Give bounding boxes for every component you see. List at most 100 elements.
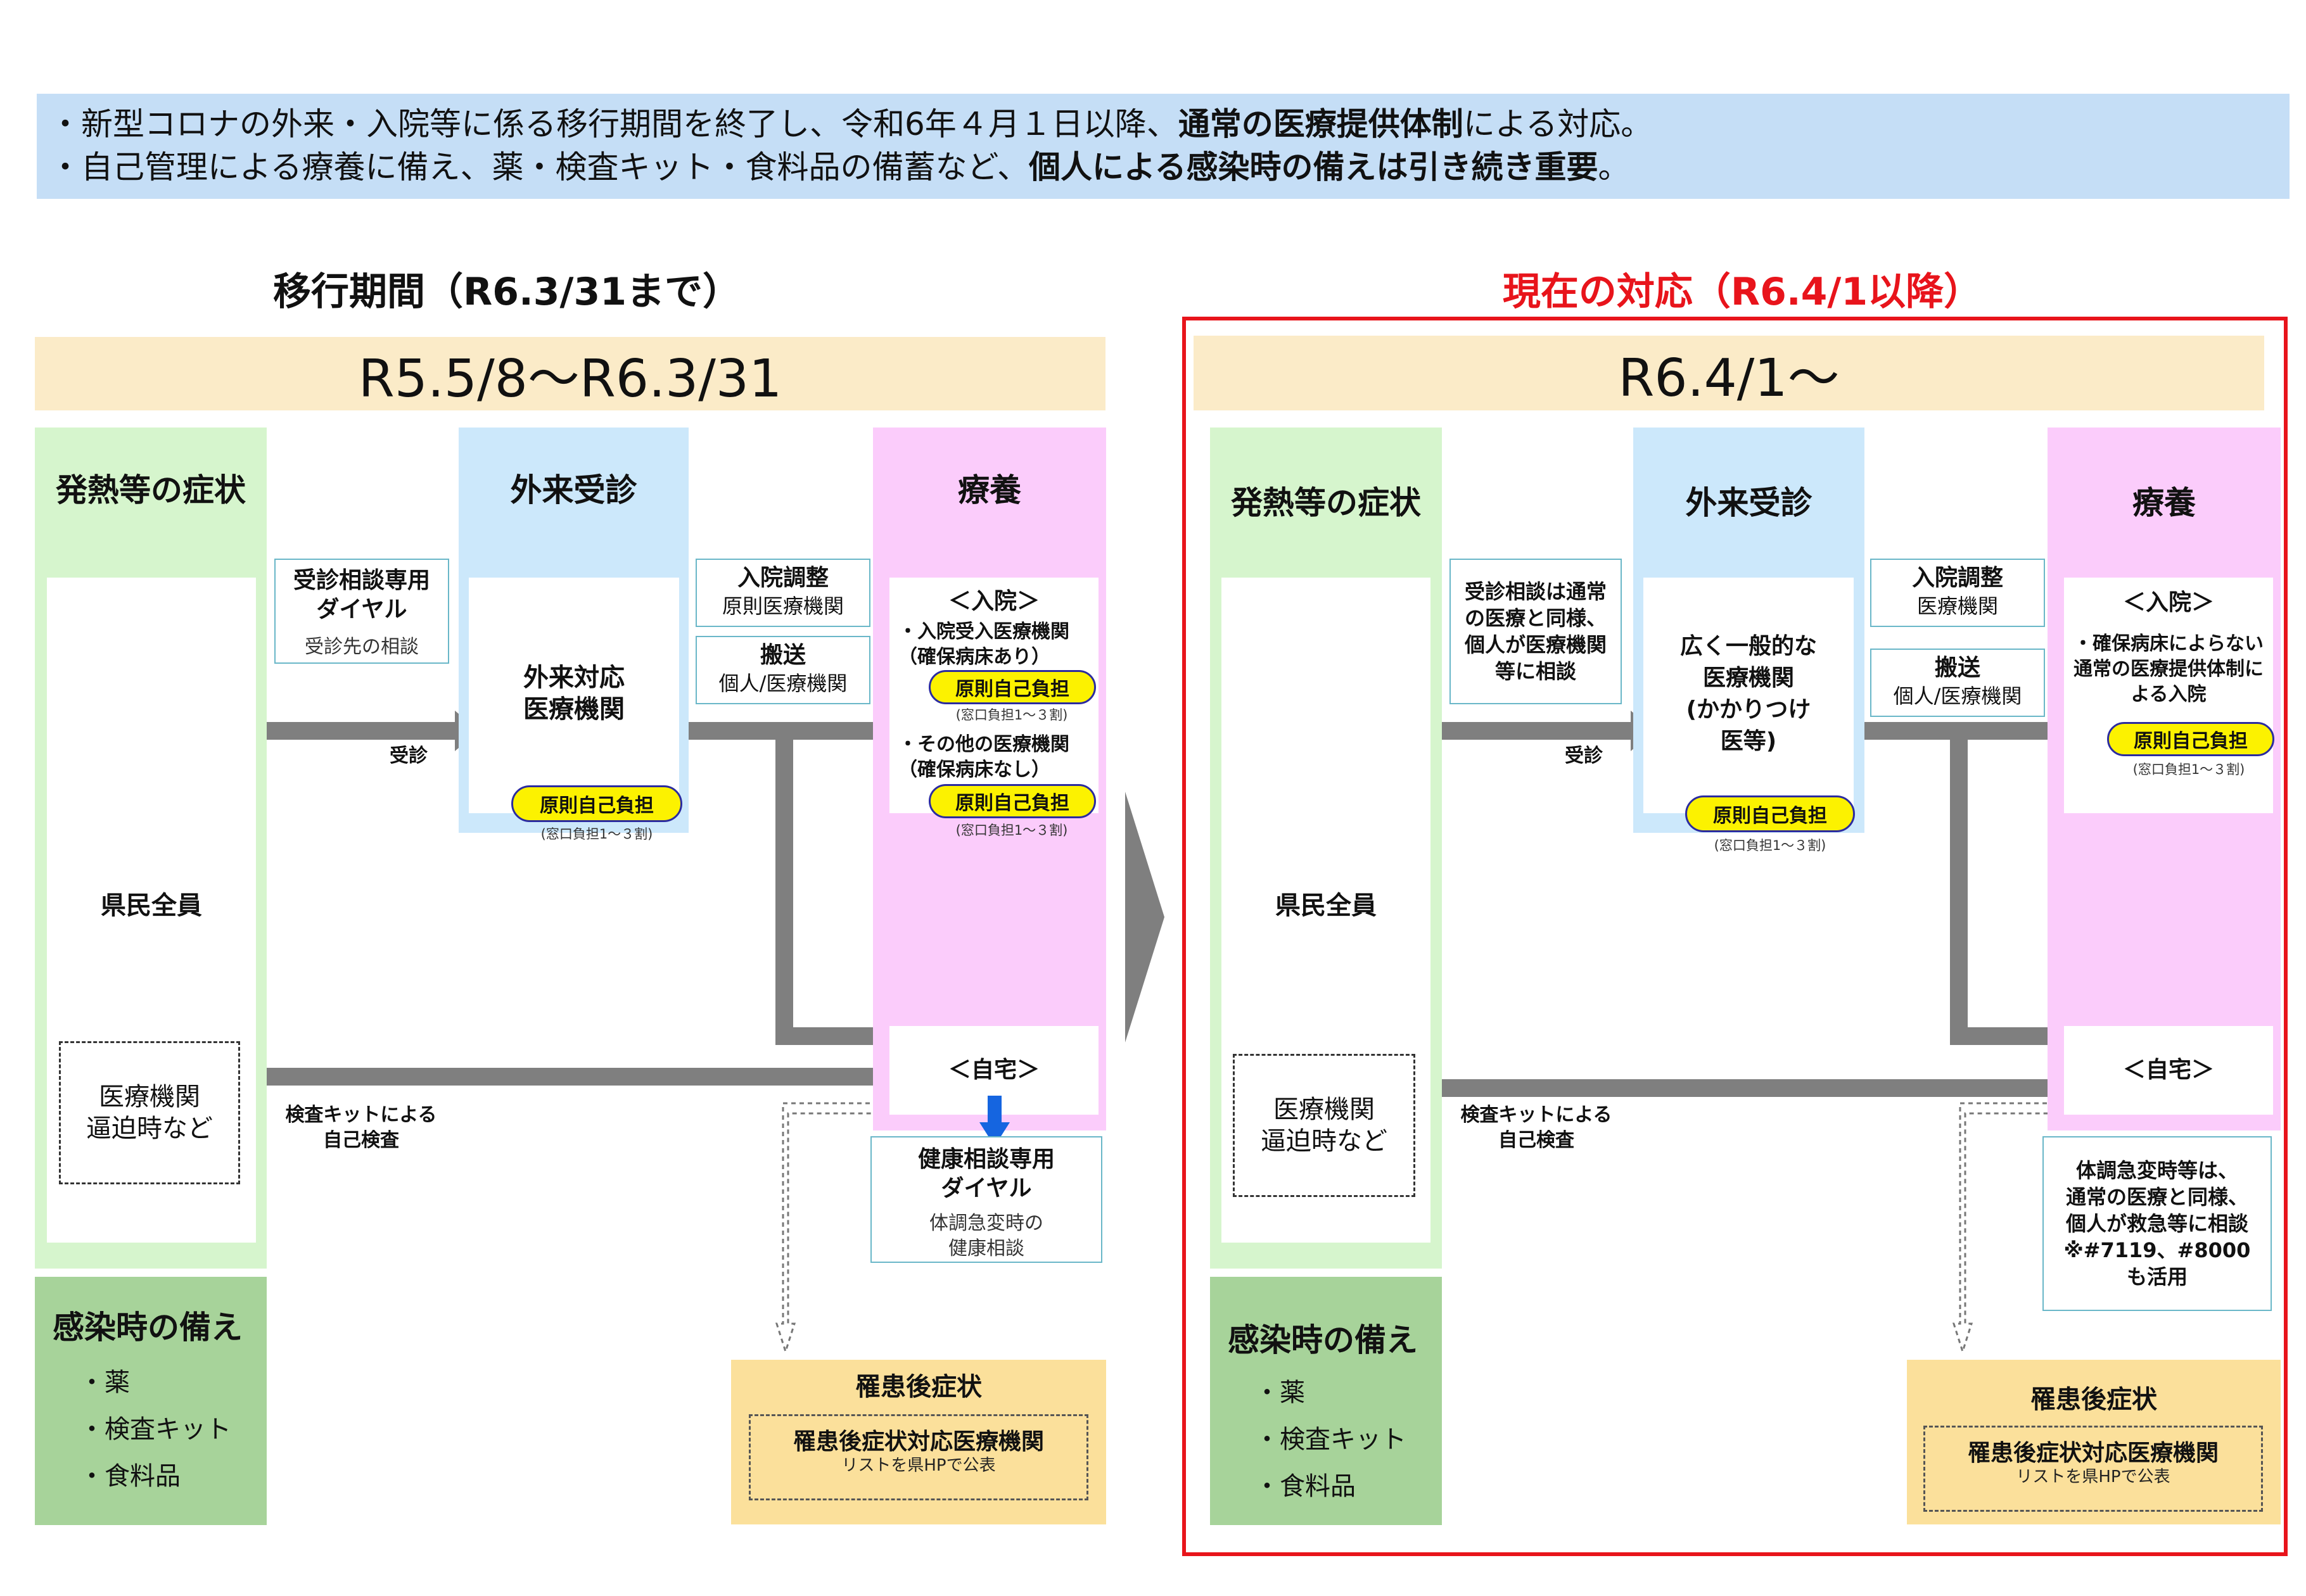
right-preparation-header: 感染時の備え: [1228, 1322, 1418, 1358]
left-consult-dial-box: 受診相談専用 ダイヤル 受診先の相談: [274, 559, 449, 664]
summary-banner: ・新型コロナの外来・入院等に係る移行期間を終了し、令和6年４月１日以降、通常の医…: [37, 94, 2290, 199]
right-outpatient-copay: (窓口負担1～３割): [1714, 838, 1826, 853]
summary-line-1-emphasis: 通常の医療提供体制: [1178, 106, 1463, 142]
right-prep-item-medicine: ・薬: [1254, 1378, 1305, 1407]
left-prep-item-medicine: ・薬: [79, 1368, 130, 1397]
left-long-covid-facility: 罹患後症状対応医療機関: [793, 1429, 1044, 1455]
left-outpatient-header: 外来受診: [510, 472, 637, 509]
summary-line-2-emphasis: 個人による感染時の備えは引き続き重要: [1029, 149, 1598, 186]
left-heading: 移行期間（R6.3/31まで）: [273, 269, 741, 314]
right-heading: 現在の対応（R6.4/1以降）: [1502, 269, 1982, 314]
left-long-covid-header: 罹患後症状: [855, 1372, 982, 1402]
left-date-band: R5.5/8～R6.3/31: [35, 337, 1105, 410]
left-admission-adjust-title: 入院調整: [737, 565, 829, 591]
left-transport-box: 搬送 個人/医療機関: [696, 636, 870, 704]
left-outpatient-panel: [469, 578, 679, 813]
left-preparation-box: 感染時の備え ・薬 ・検査キット ・食料品: [35, 1277, 267, 1525]
left-recuperation-header: 療養: [958, 472, 1021, 509]
left-visit-arrow-shaft: [250, 722, 456, 740]
left-hospital-copay-2: (窓口負担1～３割): [955, 823, 1068, 838]
right-outpatient-facility: 広く一般的な 医療機関 (かかりつけ 医等): [1679, 633, 1817, 754]
left-transport-title: 搬送: [760, 642, 806, 668]
right-all-residents: 県民全員: [1275, 891, 1377, 920]
right-oppressed-label: 医療機関 逼迫時など: [1233, 1054, 1415, 1197]
right-prep-item-food: ・食料品: [1254, 1472, 1356, 1501]
right-testkit-label: 検査キットによる 自己検査: [1460, 1104, 1612, 1151]
left-health-dial-arrow-icon: [979, 1096, 1010, 1146]
left-health-dial-desc: 体調急変時の 健康相談: [929, 1212, 1043, 1260]
right-prep-item-test-kit: ・検査キット: [1254, 1425, 1406, 1454]
left-hospital-item-2: ・その他の医療機関 （確保病床なし）: [898, 733, 1069, 781]
summary-line-2-text: ・自己管理による療養に備え、薬・検査キット・食料品の備蓄など、: [49, 149, 1029, 186]
transition-arrow: [1125, 792, 1164, 1042]
right-testkit-arrow-shaft: [1424, 1079, 2077, 1097]
left-oppressed-label: 医療機関 逼迫時など: [59, 1041, 240, 1184]
right-long-covid-header: 罹患後症状: [2030, 1385, 2157, 1414]
left-hospital-item-1: ・入院受入医療機関 （確保病床あり）: [898, 621, 1069, 668]
summary-line-2: ・自己管理による療養に備え、薬・検査キット・食料品の備蓄など、個人による感染時の…: [49, 146, 2277, 189]
left-outpatient-facility: 外来対応 医療機関: [523, 663, 625, 724]
right-hospital-self-pay: 原則自己負担: [2107, 722, 2274, 756]
left-outpatient-self-pay: 原則自己負担: [511, 785, 682, 822]
right-emergency-box: 体調急変時等は、 通常の医療と同様、 個人が救急等に相談 ※#7119、#800…: [2042, 1136, 2272, 1311]
right-long-covid-box: 罹患後症状 罹患後症状対応医療機関 リストを県HPで公表: [1907, 1360, 2281, 1524]
summary-line-1-end: による対応。: [1463, 106, 1653, 142]
left-all-residents: 県民全員: [101, 891, 202, 920]
right-long-covid-list: リストを県HPで公表: [2016, 1467, 2170, 1486]
right-visit-arrow-shaft: [1424, 722, 1633, 740]
left-consult-dial-desc: 受診先の相談: [305, 636, 419, 658]
left-hospital-self-pay-2: 原則自己負担: [929, 784, 1096, 818]
right-transport-desc: 個人/医療機関: [1893, 684, 2022, 708]
right-hospital-panel: [2064, 578, 2273, 813]
left-home-route-vertical: [775, 731, 793, 1044]
left-outpatient-copay: (窓口負担1～３割): [540, 826, 653, 842]
left-testkit-label: 検査キットによる 自己検査: [285, 1104, 437, 1151]
left-preparation-header: 感染時の備え: [53, 1309, 243, 1346]
left-symptoms-header: 発熱等の症状: [56, 472, 246, 509]
right-transport-box: 搬送 個人/医療機関: [1870, 649, 2045, 717]
right-hospital-title: ＜入院＞: [2122, 590, 2214, 616]
right-consult-box: 受診相談は通常 の医療と同様、 個人が医療機関 等に相談: [1449, 559, 1622, 704]
left-transport-desc: 個人/医療機関: [718, 671, 848, 695]
left-consult-dial-title: 受診相談専用 ダイヤル: [293, 567, 430, 623]
right-preparation-box: 感染時の備え ・薬 ・検査キット ・食料品: [1210, 1277, 1442, 1525]
right-outpatient-panel: [1643, 578, 1854, 813]
right-transport-title: 搬送: [1934, 655, 1980, 681]
left-hospital-title: ＜入院＞: [948, 588, 1040, 614]
right-hospital-copay: (窓口負担1～３割): [2132, 762, 2245, 777]
right-recuperation-header: 療養: [2132, 484, 2196, 521]
current-response-frame: [1182, 317, 2288, 1556]
right-admission-adjust-title: 入院調整: [1911, 565, 2003, 591]
left-hospital-copay-1: (窓口負担1～３割): [955, 707, 1068, 723]
right-long-covid-facility: 罹患後症状対応医療機関: [1967, 1440, 2219, 1466]
summary-line-2-end: 。: [1598, 149, 1630, 186]
right-symptoms-header: 発熱等の症状: [1231, 484, 1421, 521]
left-prep-item-food: ・食料品: [79, 1462, 181, 1491]
summary-line-1-text: ・新型コロナの外来・入院等に係る移行期間を終了し、令和6年４月１日以降、: [49, 106, 1178, 142]
right-long-covid-facility-box: 罹患後症状対応医療機関 リストを県HPで公表: [1923, 1426, 2263, 1512]
right-longcovid-dotted-arrow: [1952, 1102, 2056, 1355]
right-visit-label: 受診: [1565, 745, 1603, 767]
left-longcovid-dotted-arrow: [775, 1102, 879, 1355]
right-hospital-item-1: ・確保病床によらない 通常の医療提供体制に よる入院: [2073, 633, 2264, 706]
right-date-band: R6.4/1～: [1194, 336, 2264, 410]
left-health-dial-box: 健康相談専用 ダイヤル 体調急変時の 健康相談: [870, 1136, 1102, 1263]
left-admission-adjust-desc: 原則医療機関: [722, 594, 844, 618]
right-outpatient-header: 外来受診: [1685, 484, 1812, 521]
left-prep-item-test-kit: ・検査キット: [79, 1415, 231, 1444]
left-testkit-arrow-shaft: [250, 1068, 896, 1086]
left-long-covid-list: リストを県HPで公表: [841, 1456, 996, 1475]
left-visit-label: 受診: [390, 745, 428, 767]
left-long-covid-box: 罹患後症状 罹患後症状対応医療機関 リストを県HPで公表: [731, 1360, 1106, 1524]
left-health-dial-title: 健康相談専用 ダイヤル: [917, 1146, 1055, 1201]
right-home-route-vertical: [1950, 731, 1968, 1044]
left-admission-adjust-box: 入院調整 原則医療機関: [696, 559, 870, 627]
left-long-covid-facility-box: 罹患後症状対応医療機関 リストを県HPで公表: [749, 1414, 1088, 1500]
summary-line-1: ・新型コロナの外来・入院等に係る移行期間を終了し、令和6年４月１日以降、通常の医…: [49, 103, 2277, 146]
left-hospital-self-pay-1: 原則自己負担: [929, 670, 1096, 704]
right-admission-adjust-box: 入院調整 医療機関: [1870, 559, 2045, 627]
right-home-box: ＜自宅＞: [2064, 1026, 2273, 1115]
right-admission-adjust-desc: 医療機関: [1916, 594, 1998, 618]
right-outpatient-self-pay: 原則自己負担: [1685, 795, 1855, 832]
